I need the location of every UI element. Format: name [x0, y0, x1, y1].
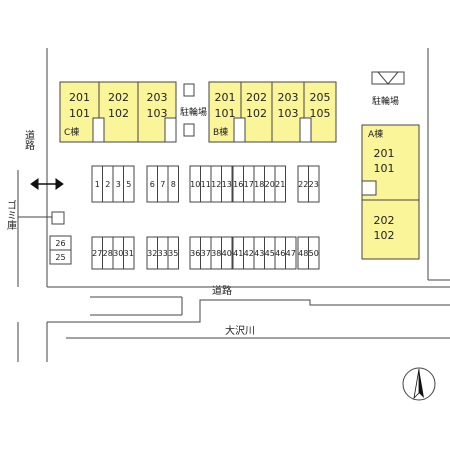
trash-storage: ゴミ庫: [5, 199, 65, 231]
parking-slot-number: 3: [116, 180, 121, 189]
parking-slot-number: 7: [160, 180, 165, 189]
bicycle-parking-right-label: 駐輪場: [372, 95, 399, 107]
c-unit-1-lower: 101: [69, 107, 90, 120]
b-unit-1-lower: 101: [215, 107, 236, 120]
parking-slot-number: 38: [211, 249, 221, 258]
parking-side: 26 25: [49, 235, 72, 265]
road-left-label: 道路: [23, 129, 35, 151]
building-b: 201 101 202 102 203 103 205 105 B棟: [208, 81, 337, 143]
parking-slot-number: 41: [233, 249, 243, 258]
parking-slot: [167, 165, 179, 203]
parking-slot: [123, 236, 135, 270]
building-b-label: B棟: [213, 126, 228, 138]
bicycle-parking-right: 駐輪場: [371, 71, 405, 107]
a-unit-1-lower: 101: [374, 162, 395, 175]
parking-slot-number: 5: [126, 180, 131, 189]
c-unit-3-upper: 203: [147, 91, 168, 104]
parking-slot-number: 32: [147, 249, 157, 258]
bicycle-parking-icon: [371, 71, 405, 85]
a-unit-1-upper: 201: [374, 147, 395, 160]
parking-slot-number: 18: [254, 180, 264, 189]
parking-row-top: 1235678101112131516171820212223: [91, 165, 320, 203]
river-label: 大沢川: [225, 324, 255, 337]
a-unit-2-lower: 102: [374, 229, 395, 242]
parking-slot-25: 25: [55, 253, 65, 262]
c-unit-2-lower: 102: [108, 107, 129, 120]
bicycle-parking-center-label: 駐輪場: [180, 106, 207, 118]
building-c: 201 101 202 102 203 103 C棟: [59, 81, 177, 143]
parking-slot-number: 16: [233, 180, 243, 189]
parking-slot-number: 42: [244, 249, 254, 258]
parking-slot: [123, 165, 135, 203]
parking-slot-number: 22: [298, 180, 308, 189]
b-unit-3-upper: 203: [278, 91, 299, 104]
building-a-label: A棟: [368, 128, 383, 140]
building-a: A棟 201 101 202 102: [361, 124, 420, 260]
parking-slot-number: 36: [190, 249, 200, 258]
parking-slot-number: 2: [105, 180, 110, 189]
parking-slot: [221, 236, 233, 270]
parking-slot-number: 40: [222, 249, 232, 258]
parking-slot-number: 17: [244, 180, 254, 189]
parking-slot-number: 37: [201, 249, 211, 258]
parking-slot-number: 13: [222, 180, 232, 189]
parking-slot-number: 33: [158, 249, 168, 258]
parking-slot-number: 50: [309, 249, 319, 258]
bicycle-parking-icon: [183, 83, 195, 97]
parking-slot: [274, 165, 286, 203]
parking-slot: [285, 236, 297, 270]
parking-slot-number: 45: [265, 249, 275, 258]
road-lines: [17, 48, 450, 362]
parking-slot-number: 47: [286, 249, 296, 258]
north-arrow-icon: [402, 367, 436, 401]
b-unit-4-upper: 205: [310, 91, 331, 104]
parking-slot-number: 48: [298, 249, 308, 258]
double-arrow-icon: [30, 178, 64, 190]
parking-slot: [308, 236, 320, 270]
parking-slot-number: 8: [171, 180, 176, 189]
parking-slot-number: 12: [211, 180, 221, 189]
parking-slot-number: 46: [275, 249, 285, 258]
parking-slot-number: 27: [92, 249, 102, 258]
c-unit-3-lower: 103: [147, 107, 168, 120]
parking-slot: [167, 236, 179, 270]
c-unit-2-upper: 202: [108, 91, 129, 104]
c-unit-1-upper: 201: [69, 91, 90, 104]
b-unit-2-lower: 102: [246, 107, 267, 120]
b-unit-4-lower: 105: [310, 107, 331, 120]
parking-slot-number: 43: [254, 249, 264, 258]
parking-slot-number: 23: [309, 180, 319, 189]
parking-slot-number: 6: [150, 180, 155, 189]
road-bottom-label: 道路: [212, 284, 232, 297]
b-unit-2-upper: 202: [246, 91, 267, 104]
parking-slot-26: 26: [55, 239, 65, 248]
b-unit-1-upper: 201: [215, 91, 236, 104]
parking-slot-number: 31: [124, 249, 134, 258]
parking-slot-number: 35: [168, 249, 178, 258]
parking-slot-number: 11: [201, 180, 211, 189]
building-c-label: C棟: [64, 126, 79, 138]
parking-slot-number: 28: [103, 249, 113, 258]
parking-slot-number: 1: [95, 180, 100, 189]
parking-slot-number: 10: [190, 180, 200, 189]
parking-slot-number: 20: [265, 180, 275, 189]
a-unit-2-upper: 202: [374, 214, 395, 227]
parking-slot-number: 21: [275, 180, 285, 189]
b-unit-3-lower: 103: [278, 107, 299, 120]
parking-slot: [308, 165, 320, 203]
parking-slot-number: 30: [113, 249, 123, 258]
trash-storage-label: ゴミ庫: [5, 199, 17, 231]
bicycle-parking-center: 駐輪場: [180, 83, 207, 137]
